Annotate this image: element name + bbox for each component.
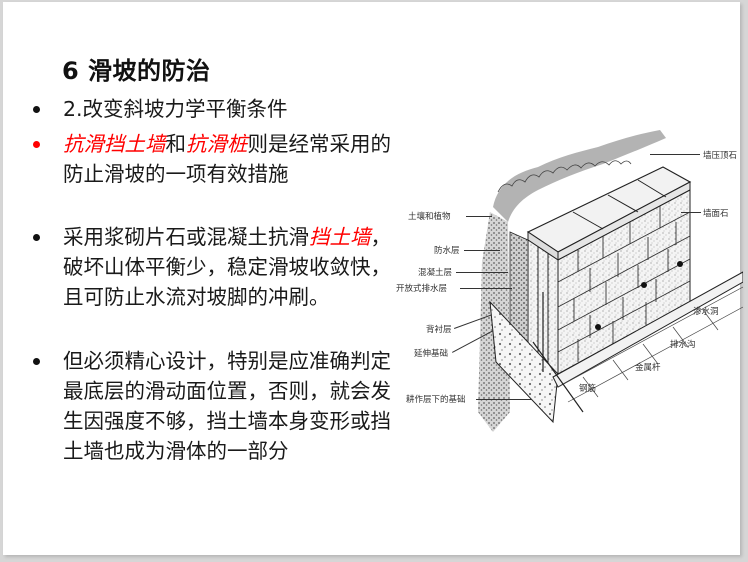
leader-line <box>460 288 512 289</box>
label-waterproof-layer: 防水层 <box>434 246 460 256</box>
emphasis-text: 挡土墙 <box>309 225 371 249</box>
label-open-drainage-layer: 开放式排水层 <box>396 284 448 294</box>
bullet-dot-icon <box>33 358 40 365</box>
retaining-wall-diagram: 土壤和植物 防水层 混凝土层 开放式排水层 背衬层 延伸基础 耕作层下的基础 墙… <box>396 112 744 432</box>
label-weep-hole: 渗水洞 <box>693 307 719 317</box>
text-segment: 2.改变斜坡力学平衡条件 <box>63 97 288 121</box>
leader-line <box>650 154 700 155</box>
leader-line <box>681 212 701 213</box>
label-concrete-layer: 混凝土层 <box>418 268 453 278</box>
bullet-text: 但必须精心设计，特别是应准确判定最底层的滑动面位置，否则，就会发生因强度不够，挡… <box>63 346 393 466</box>
text-segment: 和 <box>165 132 187 156</box>
bullet-text: 2.改变斜坡力学平衡条件 <box>63 94 393 124</box>
text-segment: ，破坏山体平衡少，稳定滑坡收敛快，且可防止水流对坡脚的冲刷。 <box>63 225 391 309</box>
label-foundation-below-plow-layer: 耕作层下的基础 <box>406 395 466 405</box>
slide-title: 6 滑坡的防治 <box>62 57 211 85</box>
label-rebar: 钢筋 <box>579 384 597 394</box>
label-extended-foundation: 延伸基础 <box>414 349 449 359</box>
label-soil-and-plants: 土壤和植物 <box>408 212 451 222</box>
leader-line <box>464 250 500 251</box>
label-coping-stone: 墙压顶石 <box>703 151 738 161</box>
leader-line <box>456 272 508 273</box>
bullet-text: 抗滑挡土墙和抗滑桩则是经常采用的防止滑坡的一项有效措施 <box>63 129 393 189</box>
retaining-wall-illustration <box>478 130 744 432</box>
emphasis-text: 抗滑桩 <box>186 132 248 156</box>
slide: 6 滑坡的防治 2.改变斜坡力学平衡条件 抗滑挡土墙和抗滑桩则是经常采用的防止滑… <box>3 2 744 555</box>
label-metal-rod: 金属杆 <box>635 363 661 373</box>
text-segment: 采用浆砌片石或混凝土抗滑 <box>63 225 309 249</box>
leader-line <box>466 216 492 217</box>
label-face-stone: 墙面石 <box>703 209 729 219</box>
text-segment: 则是经常采用的防止滑坡的一项有效措施 <box>63 132 391 186</box>
bullet-dot-icon <box>33 141 40 148</box>
leader-line <box>476 399 532 400</box>
text-segment: 但必须精心设计，特别是应准确判定最底层的滑动面位置，否则，就会发生因强度不够，挡… <box>63 349 391 463</box>
bullet-dot-icon <box>33 106 40 113</box>
label-drain-ditch: 排水沟 <box>670 340 696 350</box>
label-backing-layer: 背衬层 <box>426 325 452 335</box>
emphasis-text: 抗滑挡土墙 <box>63 132 166 156</box>
bullet-dot-icon <box>33 234 40 241</box>
bullet-text: 采用浆砌片石或混凝土抗滑挡土墙，破坏山体平衡少，稳定滑坡收敛快，且可防止水流对坡… <box>63 222 393 312</box>
